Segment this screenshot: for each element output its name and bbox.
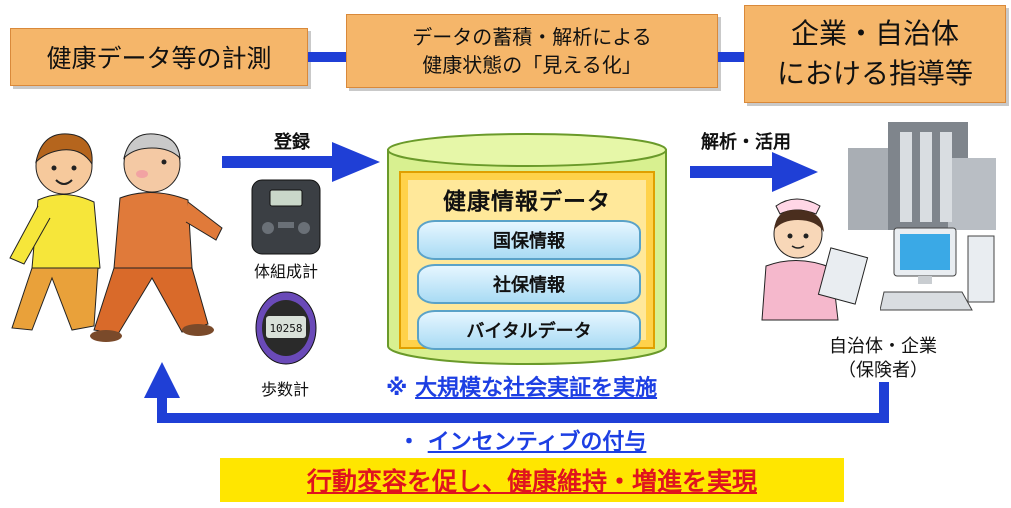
incentive-link[interactable]: インセンティブの付与 bbox=[427, 430, 647, 455]
stage-visualize: データの蓄積・解析による 健康状態の「見える化」 bbox=[346, 14, 718, 88]
svg-text:10258: 10258 bbox=[269, 322, 302, 335]
insurer-label-line2: （保険者） bbox=[838, 360, 928, 381]
feedback-arrow bbox=[144, 362, 889, 423]
register-arrow-label: 登録 bbox=[274, 132, 310, 153]
stage-visualize-line1: データの蓄積・解析による bbox=[412, 25, 652, 49]
stage-visualize-line2: 健康状態の「見える化」 bbox=[422, 53, 642, 77]
stage-guidance: 企業・自治体 における指導等 bbox=[744, 5, 1006, 103]
body-composition-label: 体組成計 bbox=[253, 262, 318, 281]
stage-measure-label: 健康データ等の計測 bbox=[46, 44, 272, 73]
analyze-arrow bbox=[690, 152, 818, 192]
stage-measure: 健康データ等の計測 bbox=[10, 28, 308, 86]
nurse-illustration bbox=[761, 198, 869, 321]
database-title: 健康情報データ bbox=[443, 189, 611, 215]
result-banner: 行動変容を促し、健康維持・増進を実現 bbox=[220, 458, 844, 502]
result-banner-text: 行動変容を促し、健康維持・増進を実現 bbox=[306, 467, 757, 496]
database-item-vital: バイタルデータ bbox=[417, 310, 641, 350]
demonstration-link[interactable]: 大規模な社会実証を実施 bbox=[415, 376, 658, 401]
walking-couple-illustration bbox=[9, 133, 223, 342]
desktop-computer-icon bbox=[880, 227, 995, 311]
incentive-bullet: ・ bbox=[398, 430, 421, 455]
stage-connector-1 bbox=[308, 52, 346, 62]
office-building-icon bbox=[848, 122, 996, 230]
insurer-label-line1: 自治体・企業 bbox=[829, 336, 937, 357]
analyze-arrow-label: 解析・活用 bbox=[701, 132, 791, 153]
demonstration-mark: ※ bbox=[386, 376, 408, 401]
pedometer-label: 歩数計 bbox=[260, 380, 309, 399]
stage-connector-2 bbox=[718, 52, 744, 62]
register-arrow bbox=[222, 142, 380, 182]
demonstration-note: ※ 大規模な社会実証を実施 bbox=[386, 370, 657, 402]
stage-guidance-line2: における指導等 bbox=[776, 57, 973, 90]
pedometer-icon: 10258 bbox=[255, 291, 317, 365]
incentive-note: ・ インセンティブの付与 bbox=[398, 424, 646, 456]
body-composition-scale-icon bbox=[251, 179, 321, 255]
stage-guidance-line1: 企業・自治体 bbox=[790, 17, 959, 50]
database-item-kokuho: 国保情報 bbox=[417, 220, 641, 260]
database-item-shaho: 社保情報 bbox=[417, 264, 641, 304]
